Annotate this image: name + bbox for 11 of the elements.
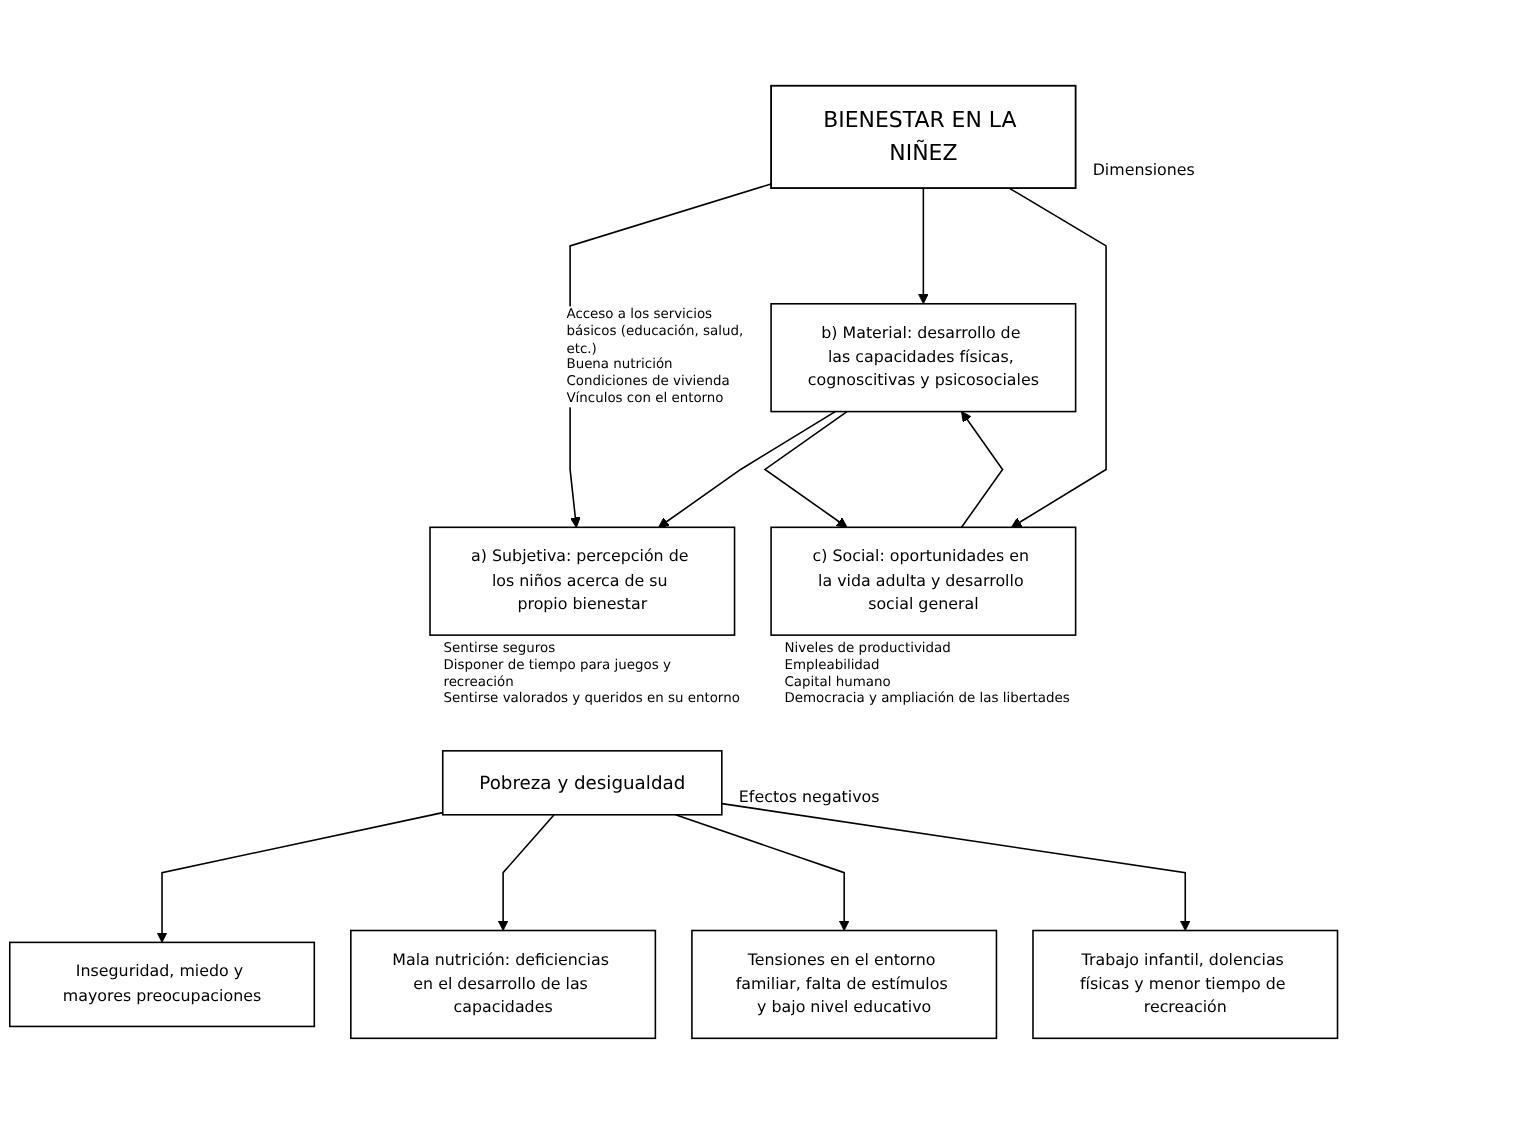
arrow	[497, 814, 555, 932]
arrow	[763, 411, 848, 529]
arrow	[918, 188, 929, 306]
node-box: Pobreza y desigualdad	[441, 751, 723, 817]
arrow	[658, 411, 836, 529]
arrow	[156, 812, 444, 944]
arrow	[1008, 188, 1107, 529]
arrow	[721, 803, 1191, 932]
node-box: BIENESTAR EN LA NIÑEZ	[770, 85, 1077, 190]
arrow	[960, 412, 1004, 530]
arrow	[674, 814, 850, 932]
